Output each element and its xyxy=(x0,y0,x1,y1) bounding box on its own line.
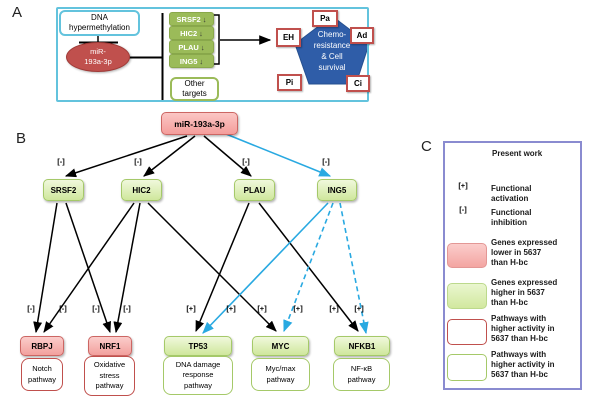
satellite-box-ad: Ad xyxy=(350,27,374,44)
mirna-ellipse: miR- 193a-3p xyxy=(66,42,130,72)
down-arrow-icon: ↓ xyxy=(202,14,207,24)
gene-node-srsf2: SRSF2 xyxy=(43,179,84,201)
legend-activation-symbol: [+] xyxy=(458,181,468,190)
panel-c-letter: C xyxy=(421,138,432,155)
down-arrow-icon: ↓ xyxy=(200,42,205,52)
pathway-box-myc-max: Myc/max pathway xyxy=(251,358,310,391)
edge-label-0: [-] xyxy=(27,304,35,313)
pathway-box-nfkb: NF-κB pathway xyxy=(333,358,390,391)
panel-b-letter: B xyxy=(16,130,27,147)
target-box-srsf2: SRSF2↓ xyxy=(169,12,214,26)
edge-hic2-nrf1 xyxy=(113,202,141,334)
edge-label-7: [+] xyxy=(293,304,303,313)
edge-label-neg-ing5: [-] xyxy=(322,157,330,166)
satellite-box-pa: Pa xyxy=(312,10,338,27)
edge-label-1: [-] xyxy=(59,304,67,313)
legend-pathway-red-label: Pathways with higher activity in 5637 th… xyxy=(491,314,555,343)
legend-inhibition-label: Functional inhibition xyxy=(491,208,532,227)
panel-a-letter: A xyxy=(12,4,23,21)
edge-label-9: [+] xyxy=(354,304,364,313)
gene-node-tp53: TP53 xyxy=(164,336,232,356)
edge-label-6: [+] xyxy=(257,304,267,313)
target-box-hic2: HIC2↓ xyxy=(169,26,214,40)
edge-label-neg-plau: [-] xyxy=(242,157,250,166)
panelB-black-edges xyxy=(33,135,359,334)
edge-label-5: [+] xyxy=(226,304,236,313)
legend-inhibition-symbol: [-] xyxy=(459,205,467,214)
edge-plau-tp53 xyxy=(195,202,250,333)
panel-a-frame xyxy=(56,7,369,102)
legend-swatch-pathway-red xyxy=(447,319,487,345)
legend-swatch-pathway-green xyxy=(447,354,487,381)
pathway-box-oxidative-stress: Oxidative stress pathway xyxy=(84,356,135,396)
edge-ing5-myc xyxy=(283,202,334,333)
mirna-node: miR-193a-3p xyxy=(161,112,238,135)
legend-activation-label: Functional activation xyxy=(491,184,532,203)
legend-present-work-label: Present work xyxy=(492,149,543,158)
dna-hypermethylation-box: DNA hypermethylation xyxy=(59,10,140,36)
gene-node-myc: MYC xyxy=(252,336,309,356)
satellite-box-ci: Ci xyxy=(346,75,370,92)
gene-node-plau: PLAU xyxy=(234,179,275,201)
edge-label-neg-hic2: [-] xyxy=(134,157,142,166)
gene-node-rbpj: RBPJ xyxy=(20,336,64,356)
target-box-plau: PLAU↓ xyxy=(169,40,214,54)
legend-swatch-gene-higher xyxy=(447,283,487,309)
edge-label-8: [+] xyxy=(329,304,339,313)
edge-label-3: [-] xyxy=(123,304,131,313)
pathway-box-dna-damage: DNA damage response pathway xyxy=(163,356,233,395)
pentagon-text: Chemo- resistance & Cell survival xyxy=(313,30,351,72)
edge-hic2-rbpj xyxy=(43,202,135,333)
edge-label-2: [-] xyxy=(92,304,100,313)
satellite-box-eh: EH xyxy=(276,28,301,47)
target-box-ing5: ING5↓ xyxy=(169,54,214,68)
down-arrow-icon: ↓ xyxy=(199,28,203,38)
down-arrow-icon: ↓ xyxy=(199,56,204,66)
legend-gene-lower-label: Genes expressed lower in 5637 than H-bc xyxy=(491,238,558,267)
targets-bracket xyxy=(212,14,220,65)
edge-mir-srsf2 xyxy=(64,135,188,178)
gene-node-nrf1: NRF1 xyxy=(88,336,132,356)
edge-label-neg-srsf2: [-] xyxy=(57,157,65,166)
other-targets-box: Other targets xyxy=(170,77,219,101)
legend-frame xyxy=(443,141,582,390)
edge-hic2-myc xyxy=(147,202,277,332)
edge-mir-hic2 xyxy=(143,135,196,177)
gene-node-hic2: HIC2 xyxy=(121,179,162,201)
edge-srsf2-nrf1 xyxy=(65,202,111,334)
gene-node-ing5: ING5 xyxy=(317,179,357,201)
edge-mir-ing5 xyxy=(225,133,332,177)
satellite-box-pi: Pi xyxy=(277,74,302,91)
legend-pathway-green-label: Pathways with higher activity in 5637 th… xyxy=(491,350,555,379)
legend-swatch-gene-lower xyxy=(447,243,487,268)
gene-node-nfkb1: NFKB1 xyxy=(334,336,390,356)
edge-srsf2-rbpj xyxy=(33,202,58,334)
edge-mir-plau xyxy=(203,135,252,177)
pathway-box-notch: Notch pathway xyxy=(21,358,63,391)
panelB-blue-edges xyxy=(202,133,369,335)
edge-label-4: [+] xyxy=(186,304,196,313)
legend-gene-higher-label: Genes expressed higher in 5637 than H-bc xyxy=(491,278,558,307)
edge-ing5-tp53 xyxy=(202,202,329,334)
